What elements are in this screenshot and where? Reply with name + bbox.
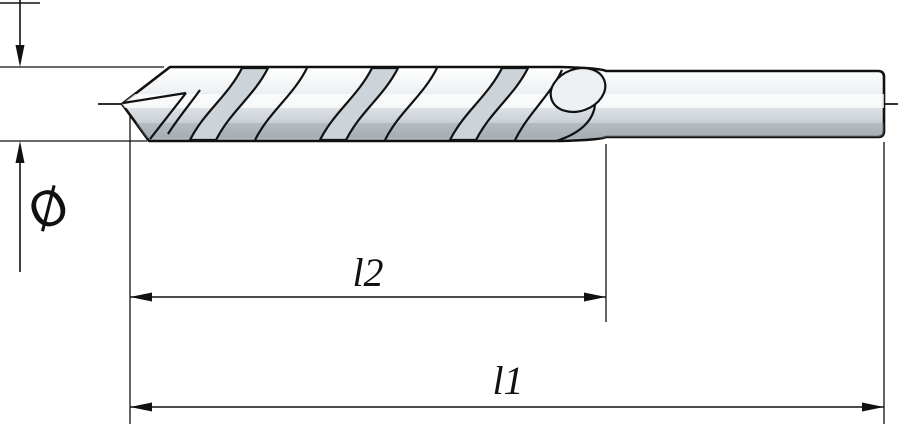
flute-length-label: l2	[352, 250, 383, 295]
flute-band	[318, 66, 400, 142]
point-facet-edge	[149, 92, 187, 140]
flute-band	[188, 66, 270, 142]
flute-runout-curve	[555, 103, 597, 143]
diameter-symbol-label: Ø	[20, 176, 79, 243]
dimension-l2: l2	[129, 114, 607, 424]
arrowhead-right	[584, 292, 606, 302]
overall-length-label: l1	[492, 358, 523, 403]
dimension-l1: l1	[130, 142, 885, 424]
arrowhead-left	[130, 292, 152, 302]
flute-runout	[549, 66, 607, 114]
dimension-diameter: Ø	[0, 0, 164, 272]
arrowhead-left	[130, 402, 152, 412]
drill-bit	[120, 65, 886, 143]
flute-curve	[167, 89, 201, 135]
point-facet-edge	[122, 91, 187, 105]
lower-shadow	[122, 123, 884, 138]
arrowhead-down	[15, 45, 25, 67]
flute-curve	[384, 67, 438, 141]
arrowhead-up	[15, 141, 25, 163]
flute-curve	[254, 67, 308, 141]
arrowhead-right	[862, 402, 884, 412]
flute-band	[448, 66, 530, 142]
